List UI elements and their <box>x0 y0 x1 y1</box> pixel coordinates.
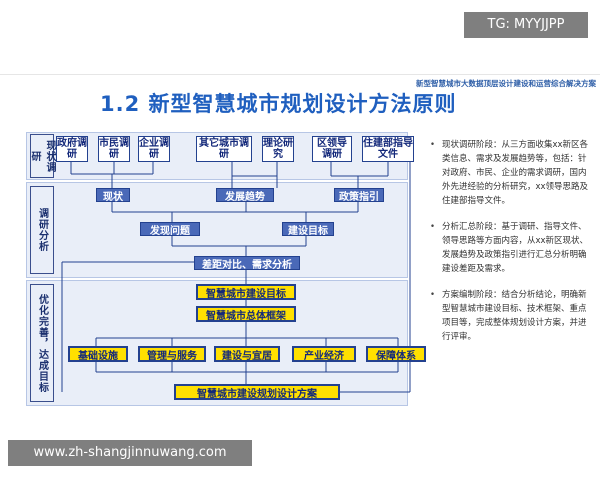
source-district-leaders: 区领导调研 <box>312 136 352 162</box>
source-enterprise: 企业调研 <box>138 136 170 162</box>
node-city-goal: 智慧城市建设目标 <box>196 284 296 300</box>
node-city-framework: 智慧城市总体框架 <box>196 306 296 322</box>
node-status: 现状 <box>96 188 130 203</box>
bullet-plan: 方案编制阶段：结合分析结论，明确新型智慧城市建设目标、技术框架、重点项目等，完成… <box>428 288 593 344</box>
bullet-list: 现状调研阶段：从三方面收集xx新区各类信息、需求及发展趋势等，包括：针对政府、市… <box>428 138 593 356</box>
domain-management-service: 管理与服务 <box>138 346 206 362</box>
bullet-analysis: 分析汇总阶段：基于调研、指导文件、领导思路等方面内容，从xx新区现状、发展趋势及… <box>428 220 593 276</box>
node-gap-analysis: 差距对比、需求分析 <box>194 256 300 271</box>
node-find-problems: 发现问题 <box>140 222 200 237</box>
node-trend: 发展趋势 <box>216 188 274 203</box>
top-note: 新型智慧城市大数据顶层设计建设和运营综合解决方案 <box>416 79 596 88</box>
watermark-bottom: www.zh-shangjinnuwang.com <box>8 440 252 466</box>
source-citizen: 市民调研 <box>98 136 130 162</box>
node-policy: 政策指引 <box>334 188 384 203</box>
node-final-plan: 智慧城市建设规划设计方案 <box>174 384 340 400</box>
domain-industry-economy: 产业经济 <box>292 346 356 362</box>
stage-label-analysis: 调研分析 <box>30 186 54 274</box>
domain-infrastructure: 基础设施 <box>68 346 128 362</box>
bullet-research: 现状调研阶段：从三方面收集xx新区各类信息、需求及发展趋势等，包括：针对政府、市… <box>428 138 593 208</box>
watermark-top: TG: MYYJJPP <box>464 12 588 38</box>
domain-construction-livable: 建设与宜居 <box>214 346 280 362</box>
node-build-goals: 建设目标 <box>282 222 334 237</box>
source-mohurd-guidance: 住建部指导文件 <box>362 136 414 162</box>
stage-label-research: 现状调研 <box>29 134 55 178</box>
stage-label-optimize: 优化完善，达成目标 <box>30 284 54 402</box>
page-title: 1.2 新型智慧城市规划设计方法原则 <box>100 92 457 116</box>
source-theory: 理论研究 <box>262 136 294 162</box>
source-other-cities: 其它城市调研 <box>196 136 252 162</box>
source-government: 政府调研 <box>56 136 88 162</box>
domain-guarantee-system: 保障体系 <box>366 346 426 362</box>
